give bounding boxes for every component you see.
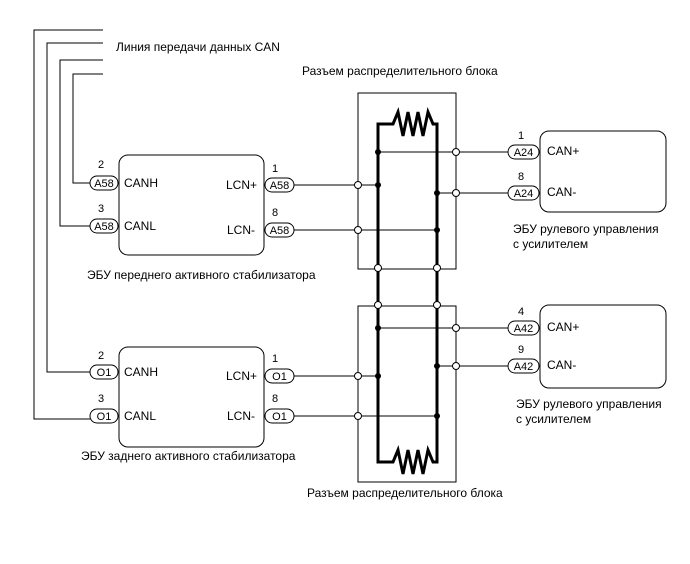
front-stabilizer-ecu <box>118 154 265 256</box>
eps-top-label-line1: ЭБУ рулевого управления <box>513 222 659 236</box>
eps-ecu-top <box>539 130 667 213</box>
rear-lcnm-pin-number: 8 <box>272 393 278 405</box>
can-line-label: Линия передачи данных CAN <box>116 40 280 54</box>
rear-lcnp-signal: LCN+ <box>226 369 257 383</box>
eps-top-canm-connector-label: A24 <box>514 188 534 200</box>
eps-top-canm-connector <box>507 185 540 201</box>
front-lcnp-signal: LCN+ <box>226 178 257 192</box>
front-lcnm-signal: LCN- <box>227 223 255 237</box>
eps-ecu-bottom <box>539 304 667 389</box>
eps-top-canp-signal: CAN+ <box>547 144 579 158</box>
front-canh-connector <box>89 175 119 191</box>
eps-bottom-canp-connector <box>507 320 540 336</box>
terminal-points <box>354 148 460 420</box>
front-ecu-label: ЭБУ переднего активного стабилизатора <box>87 268 316 282</box>
eps-bottom-canm-connector <box>507 358 540 374</box>
junction-block-bottom-label: Разъем распределительного блока <box>307 486 503 500</box>
eps-top-canp-connector-label: A24 <box>514 147 534 159</box>
eps-top-canm-pin-number: 8 <box>518 171 524 183</box>
rear-canl-connector <box>89 408 119 424</box>
eps-bottom-canm-signal: CAN- <box>547 358 576 372</box>
rear-canh-pin-number: 2 <box>98 350 104 362</box>
front-lcnp-pin-number: 1 <box>272 163 278 175</box>
eps-bottom-canm-pin-number: 9 <box>518 344 524 356</box>
rear-canh-connector <box>89 364 119 380</box>
signal-wires <box>294 151 508 417</box>
front-canh-signal: CANH <box>124 176 158 190</box>
front-canl-signal: CANL <box>124 219 156 233</box>
eps-bottom-label-line2: с усилителем <box>516 412 591 426</box>
front-lcnm-connector <box>264 222 295 238</box>
rear-lcnm-signal: LCN- <box>227 409 255 423</box>
eps-top-canp-pin-number: 1 <box>518 130 524 142</box>
rear-lcnp-connector <box>264 368 295 384</box>
eps-bottom-canp-pin-number: 4 <box>518 306 524 318</box>
rear-canl-pin-number: 3 <box>98 393 104 405</box>
front-canl-connector-label: A58 <box>94 221 114 233</box>
rear-canh-connector-label: O1 <box>97 367 112 379</box>
eps-bottom-canp-connector-label: A42 <box>514 323 534 335</box>
eps-top-canp-connector <box>507 144 540 160</box>
rear-lcnp-pin-number: 1 <box>272 353 278 365</box>
front-canh-connector-label: A58 <box>94 178 114 190</box>
rear-lcnm-connector <box>264 408 295 424</box>
rear-canl-signal: CANL <box>124 409 156 423</box>
rear-canl-connector-label: O1 <box>97 411 112 423</box>
eps-top-canm-signal: CAN- <box>547 185 576 199</box>
eps-bottom-canm-connector-label: A42 <box>514 361 534 373</box>
front-lcnp-connector <box>264 177 295 193</box>
front-lcnm-pin-number: 8 <box>272 207 278 219</box>
can-line-wires <box>33 29 103 420</box>
front-canh-pin-number: 2 <box>98 159 104 171</box>
front-canl-connector <box>89 218 119 234</box>
rear-lcnm-connector-label: O1 <box>272 411 287 423</box>
front-lcnp-connector-label: A58 <box>270 180 290 192</box>
eps-bottom-canp-signal: CAN+ <box>547 320 579 334</box>
eps-top-label-line2: с усилителем <box>513 237 588 251</box>
rear-canh-signal: CANH <box>124 365 158 379</box>
rear-ecu-label: ЭБУ заднего активного стабилизатора <box>81 449 296 463</box>
rear-stabilizer-ecu <box>118 346 265 448</box>
front-lcnm-connector-label: A58 <box>270 225 290 237</box>
bus-bars <box>376 106 439 475</box>
splice-dots <box>375 149 440 419</box>
rear-lcnp-connector-label: O1 <box>272 371 287 383</box>
eps-bottom-label-line1: ЭБУ рулевого управления <box>516 397 662 411</box>
junction-block-top-label: Разъем распределительного блока <box>302 64 498 78</box>
front-canl-pin-number: 3 <box>98 203 104 215</box>
